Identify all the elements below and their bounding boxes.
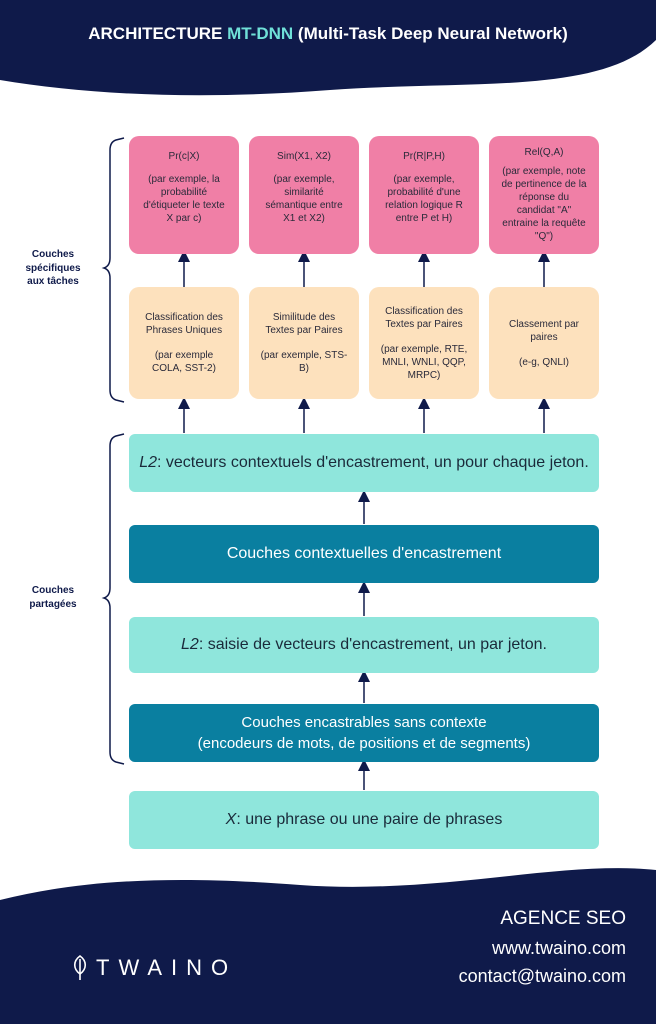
footer-agency: AGENCE SEO xyxy=(500,908,626,929)
task-box-pairwise-classification: Classification des Textes par Paires (pa… xyxy=(369,287,479,399)
layer-l2-contextual-vectors: L2: vecteurs contextuels d'encastrement,… xyxy=(129,434,599,492)
title-suffix: (Multi-Task Deep Neural Network) xyxy=(293,24,568,43)
task-box-pairwise-similarity: Similitude des Textes par Paires (par ex… xyxy=(249,287,359,399)
task-body: (par exemple, RTE, MNLI, WNLI, QQP, MRPC… xyxy=(380,343,468,381)
layer-variable: L2 xyxy=(139,454,158,471)
title-prefix: ARCHITECTURE xyxy=(88,24,228,43)
layer-l1-input-vectors: L2: saisie de vecteurs d'encastrement, u… xyxy=(129,617,599,673)
task-body: (e-g, QNLI) xyxy=(518,356,569,368)
title-highlight: MT-DNN xyxy=(227,24,294,43)
brand-name: TWAINO xyxy=(96,955,238,980)
page-title: ARCHITECTURE MT-DNN (Multi-Task Deep Neu… xyxy=(0,24,656,44)
layer-text: : saisie de vecteurs d'encastrement, un … xyxy=(198,636,547,653)
leaf-icon xyxy=(73,955,87,980)
output-body: (par exemple, note de pertinence de la r… xyxy=(501,166,587,242)
layer-context-free-embedding: Couches encastrables sans contexte (enco… xyxy=(129,704,599,762)
layer-variable: X xyxy=(225,811,237,828)
output-box-similarity: Sim(X1, X2) (par exemple, similarité sém… xyxy=(249,136,359,254)
output-body: (par exemple, similarité sémantique entr… xyxy=(265,174,343,224)
output-box-classification: Pr(c|X) (par exemple, la probabilité d'é… xyxy=(129,136,239,254)
output-head: Pr(c|X) xyxy=(168,151,200,162)
task-body: (par exemple, STS-B) xyxy=(260,350,348,374)
bracket-shared xyxy=(101,433,125,765)
layer-text-line2: (encodeurs de mots, de positions et de s… xyxy=(197,735,531,752)
task-box-single-sentence: Classification des Phrases Uniques (par … xyxy=(129,287,239,399)
task-head: Classification des Textes par Paires xyxy=(385,305,463,330)
output-body: (par exemple, probabilité d'une relation… xyxy=(385,174,463,224)
layer-text: : vecteurs contextuels d'encastrement, u… xyxy=(157,454,589,471)
task-box-pairwise-ranking: Classement par paires (e-g, QNLI) xyxy=(489,287,599,399)
layer-contextual-embedding: Couches contextuelles d'encastrement xyxy=(129,525,599,583)
layer-text: : une phrase ou une paire de phrases xyxy=(236,811,503,828)
task-head: Similitude des Textes par Paires xyxy=(265,312,343,336)
task-head: Classement par paires xyxy=(508,318,580,343)
output-body: (par exemple, la probabilité d'étiqueter… xyxy=(143,174,225,224)
task-head: Classification des Phrases Uniques xyxy=(145,312,223,336)
output-head: Rel(Q,A) xyxy=(524,147,564,158)
label-task-specific-layers: Couches spécifiques aux tâches xyxy=(25,249,81,287)
layer-text-line1: Couches encastrables sans contexte xyxy=(241,714,487,731)
task-body: (par exemple COLA, SST-2) xyxy=(152,350,216,374)
layer-input-sentence: X: une phrase ou une paire de phrases xyxy=(129,791,599,849)
label-shared-layers: Couches partagées xyxy=(29,585,77,610)
footer-email[interactable]: contact@twaino.com xyxy=(458,966,626,986)
output-head: Pr(R|P,H) xyxy=(403,151,445,162)
output-box-relevance: Rel(Q,A) (par exemple, note de pertinenc… xyxy=(489,136,599,254)
output-box-relation: Pr(R|P,H) (par exemple, probabilité d'un… xyxy=(369,136,479,254)
brand-logo: TWAINO xyxy=(70,955,237,981)
bracket-specific xyxy=(101,137,125,403)
footer-website[interactable]: www.twaino.com xyxy=(491,938,626,958)
output-head: Sim(X1, X2) xyxy=(277,151,331,162)
layer-variable: L2 xyxy=(181,636,199,653)
